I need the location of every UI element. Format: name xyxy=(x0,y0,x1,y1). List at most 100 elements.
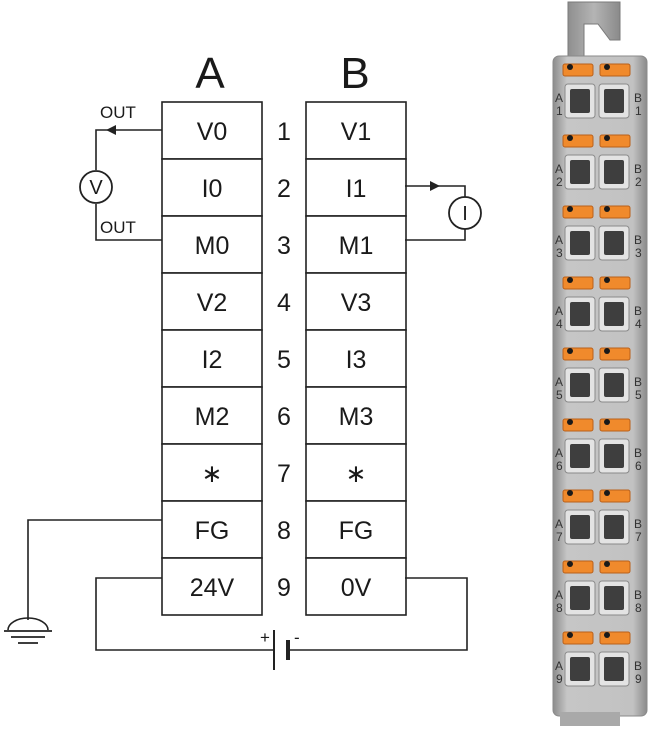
column-a-header: A xyxy=(195,49,225,98)
tab-dot xyxy=(567,206,573,212)
terminal-cell-b xyxy=(305,500,407,559)
wire-slot xyxy=(570,515,590,539)
pin-side-b: B xyxy=(634,446,642,460)
terminal-label-b: V1 xyxy=(341,118,372,146)
pin-side-b: B xyxy=(634,233,642,247)
terminal-label-a: V0 xyxy=(197,118,228,146)
battery-plus-label: + xyxy=(260,628,270,647)
row-number: 9 xyxy=(277,574,291,602)
terminal-cell-b xyxy=(305,158,407,217)
terminal-cell-b xyxy=(305,215,407,274)
wire-slot xyxy=(604,515,624,539)
pin-number-b: 2 xyxy=(635,175,642,189)
terminal-cell-b xyxy=(305,101,407,160)
tab-dot xyxy=(604,490,610,496)
terminal-cell-b xyxy=(305,329,407,388)
pin-number-a: 7 xyxy=(556,530,563,544)
pin-side-a: A xyxy=(555,517,563,531)
terminal-label-a: M2 xyxy=(195,403,230,431)
terminal-cell-a xyxy=(161,557,263,616)
pin-number-a: 8 xyxy=(556,601,563,615)
tab-dot xyxy=(604,64,610,70)
wire-slot xyxy=(604,373,624,397)
wire-slot xyxy=(570,89,590,113)
terminal-label-b: M3 xyxy=(339,403,374,431)
out-label-bottom: OUT xyxy=(100,218,136,237)
pin-side-a: A xyxy=(555,446,563,460)
wire-slot xyxy=(604,302,624,326)
pin-side-b: B xyxy=(634,375,642,389)
terminal-label-b: 0V xyxy=(341,574,372,602)
tab-dot xyxy=(604,632,610,638)
pin-number-b: 3 xyxy=(635,246,642,260)
terminal-cell-b xyxy=(305,443,407,502)
column-b-header: B xyxy=(340,49,369,98)
terminal-label-a: M0 xyxy=(195,232,230,260)
terminal-label-b: M1 xyxy=(339,232,374,260)
pin-side-b: B xyxy=(634,162,642,176)
pin-number-a: 3 xyxy=(556,246,563,260)
wire-slot xyxy=(570,302,590,326)
current-output-circuit: I xyxy=(405,181,482,241)
terminal-label-a: FG xyxy=(195,517,230,545)
pin-side-a: A xyxy=(555,659,563,673)
battery-icon xyxy=(273,630,290,670)
pin-side-a: A xyxy=(555,375,563,389)
tab-dot xyxy=(567,135,573,141)
ground-icon xyxy=(4,617,52,644)
pin-number-b: 8 xyxy=(635,601,642,615)
terminal-cell-b xyxy=(305,557,407,616)
wire-slot xyxy=(604,586,624,610)
pin-number-a: 6 xyxy=(556,459,563,473)
row-number: 7 xyxy=(277,460,291,488)
wire-slot xyxy=(570,657,590,681)
pin-number-b: 1 xyxy=(635,104,642,118)
pin-number-a: 5 xyxy=(556,388,563,402)
terminal-label-a: I2 xyxy=(202,346,223,374)
pin-side-a: A xyxy=(555,233,563,247)
row-number: 4 xyxy=(277,289,291,317)
pin-side-b: B xyxy=(634,304,642,318)
tab-dot xyxy=(567,561,573,567)
wire-slot xyxy=(604,231,624,255)
pin-side-b: B xyxy=(634,588,642,602)
out-label-top: OUT xyxy=(100,103,136,122)
tab-dot xyxy=(604,206,610,212)
terminal-label-a: ∗ xyxy=(202,460,223,488)
pin-side-a: A xyxy=(555,588,563,602)
terminal-label-b: I3 xyxy=(346,346,367,374)
pin-number-b: 5 xyxy=(635,388,642,402)
row-number: 1 xyxy=(277,118,291,146)
pin-number-a: 2 xyxy=(556,175,563,189)
wire-slot xyxy=(604,657,624,681)
row-number: 2 xyxy=(277,175,291,203)
terminal-label-a: V2 xyxy=(197,289,228,317)
wire-slot xyxy=(570,444,590,468)
pin-number-b: 9 xyxy=(635,672,642,686)
wire-slot xyxy=(570,160,590,184)
pin-side-a: A xyxy=(555,162,563,176)
terminal-cell-b xyxy=(305,272,407,331)
arrow-icon xyxy=(106,125,116,135)
ammeter-label: I xyxy=(462,203,468,225)
pin-number-a: 4 xyxy=(556,317,563,331)
terminal-label-b: FG xyxy=(339,517,374,545)
pin-number-a: 1 xyxy=(556,104,563,118)
row-number: 3 xyxy=(277,232,291,260)
terminal-cell-a xyxy=(161,101,263,160)
tab-dot xyxy=(604,419,610,425)
wire-slot xyxy=(604,89,624,113)
tab-dot xyxy=(567,64,573,70)
pin-number-b: 7 xyxy=(635,530,642,544)
wire-slot xyxy=(570,231,590,255)
pin-number-a: 9 xyxy=(556,672,563,686)
tab-dot xyxy=(604,277,610,283)
